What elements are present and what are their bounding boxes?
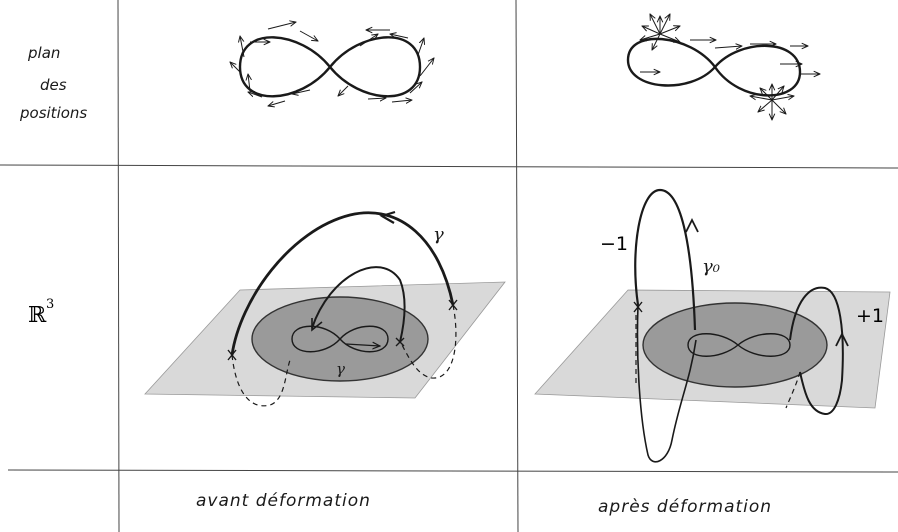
row-label-positions-line1: plan: [27, 44, 60, 62]
row-label-positions-line2: des: [40, 76, 67, 94]
r3-after-scene: [534, 188, 891, 463]
caption-after: après déformation: [598, 497, 772, 517]
loop-minus-one-below: [636, 304, 697, 463]
loop-plus-one-dashed: [785, 371, 801, 409]
row-label-r3-exponent: 3: [46, 297, 54, 312]
row-label-r3-base: ℝ: [28, 303, 47, 328]
loop-minus-one: [634, 188, 697, 331]
label-gamma-zero: γ₀: [702, 256, 720, 277]
grid-vertical-right: [515, 0, 519, 532]
infinity-after-positions: [626, 14, 820, 120]
disk-after: [642, 302, 828, 388]
loop-gamma-small-arrow: [311, 318, 323, 332]
row-label-r3: ℝ 3: [28, 297, 54, 328]
inner-arrow: [345, 344, 380, 346]
marks-before: [227, 299, 458, 361]
r3-before-scene: [144, 210, 506, 407]
label-gamma-big: γ: [433, 224, 444, 245]
loop-plus-one: [789, 286, 844, 415]
loop-gamma-big-arrow: [379, 210, 396, 224]
grid-vertical-left: [117, 0, 120, 532]
grid-horizontal-bottom: [7, 469, 898, 473]
loop-gamma-small: [311, 266, 406, 343]
loop-gamma-big-below-right: [401, 304, 457, 379]
loop-plus-one-arrow: [835, 331, 849, 347]
label-gamma-small: γ: [336, 360, 345, 378]
row-label-positions-line3: positions: [19, 104, 87, 122]
label-plus-one: +1: [856, 305, 884, 327]
infinity-curve-before: [238, 36, 422, 98]
inner-infinity-before: [291, 325, 389, 353]
loop-minus-one-arrow: [685, 217, 699, 233]
caption-before: avant déformation: [196, 491, 371, 511]
inner-infinity-after: [687, 333, 791, 357]
infinity-before-positions: [230, 22, 434, 106]
row-label-positions: plan des positions: [19, 44, 87, 122]
label-minus-one: −1: [600, 233, 628, 255]
grid-horizontal-top: [0, 164, 898, 169]
loop-gamma-big: [230, 211, 455, 356]
marks-after: [633, 301, 643, 313]
